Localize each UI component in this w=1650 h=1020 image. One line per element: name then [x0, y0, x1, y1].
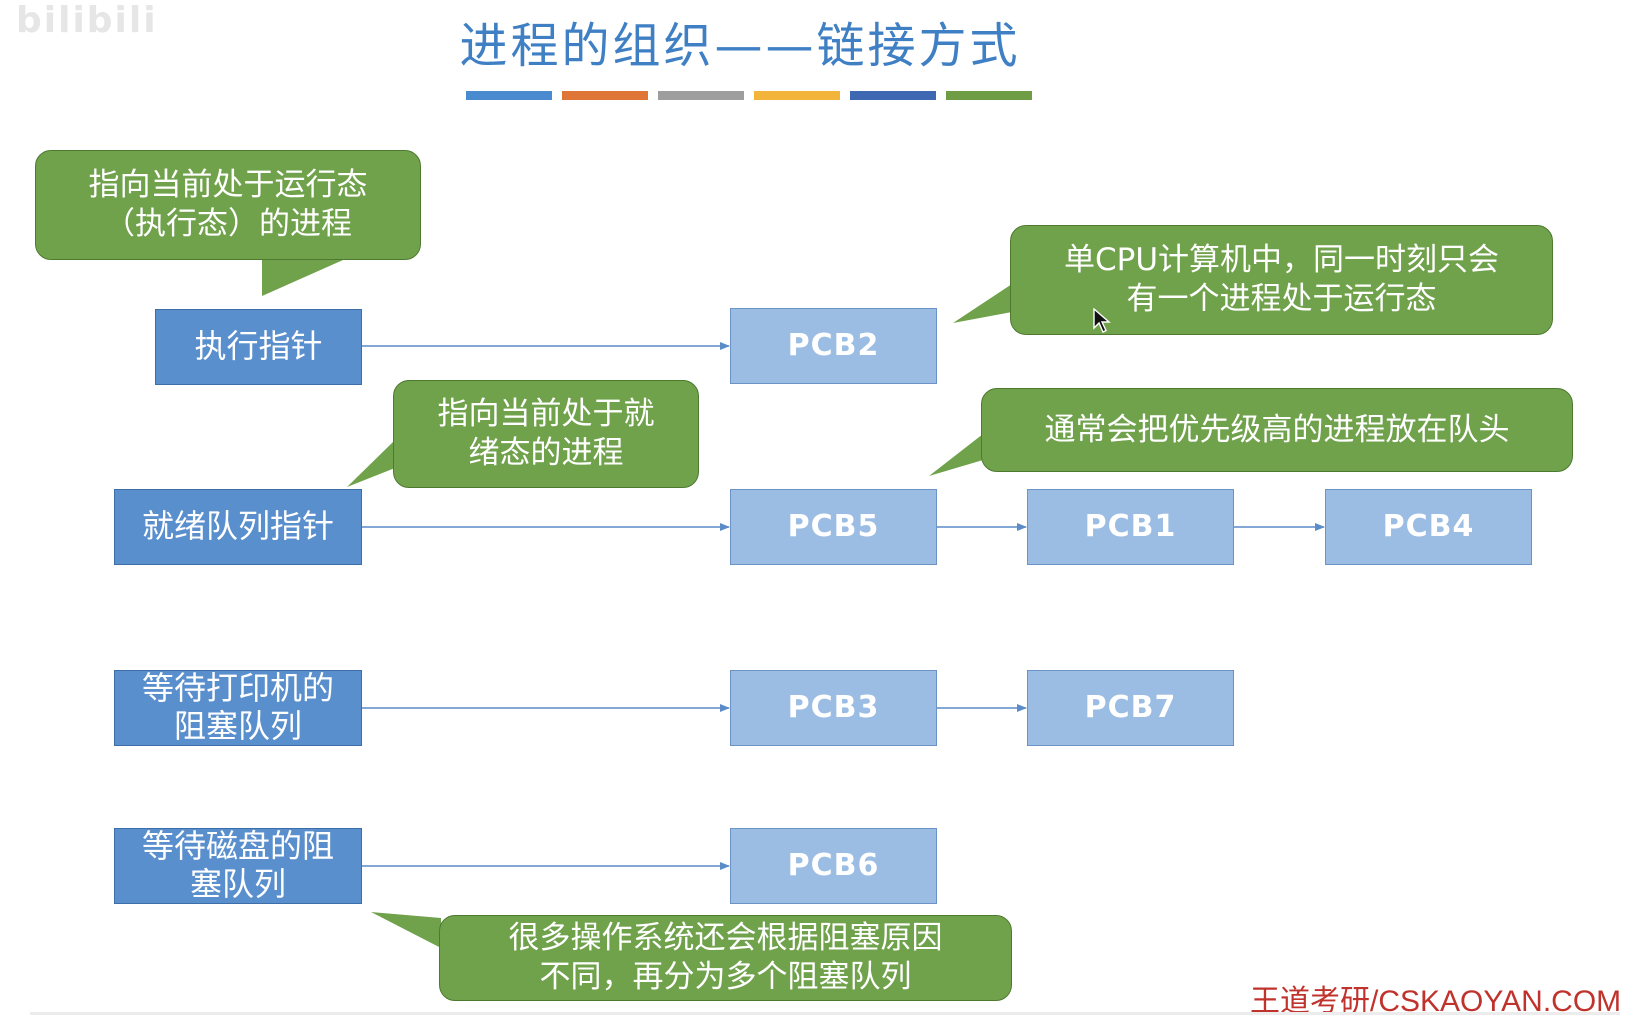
disk-blocked-queue-label: 等待磁盘的阻 塞队列 [141, 827, 334, 903]
ready-queue-pointer-label: 就绪队列指针 [141, 507, 334, 546]
bottom-divider [30, 1012, 1620, 1015]
pcb7-label: PCB7 [1084, 690, 1177, 726]
callout-single-cpu-text: 单CPU计算机中，同一时刻只会 有一个进程处于运行态 [1063, 242, 1500, 317]
callout-running-pointer: 指向当前处于运行态 （执行态）的进程 [35, 150, 421, 260]
printer-blocked-queue-label: 等待打印机的 阻塞队列 [141, 669, 334, 745]
title-stripe-6 [946, 91, 1032, 100]
printer-blocked-queue-box: 等待打印机的 阻塞队列 [114, 669, 362, 746]
title-stripe-5 [850, 91, 936, 100]
pcb3-box: PCB3 [730, 670, 937, 746]
pcb5-box: PCB5 [730, 489, 937, 565]
pcb4-label: PCB4 [1382, 509, 1475, 545]
callout-priority-text: 通常会把优先级高的进程放在队头 [1044, 411, 1510, 448]
disk-blocked-queue-box: 等待磁盘的阻 塞队列 [114, 827, 362, 904]
title-stripe-3 [658, 91, 744, 100]
callout-tail-running-pointer [262, 256, 352, 296]
callout-single-cpu: 单CPU计算机中，同一时刻只会 有一个进程处于运行态 [1010, 225, 1553, 335]
pcb1-label: PCB1 [1084, 509, 1177, 545]
pcb6-box: PCB6 [730, 828, 937, 904]
callout-tail-single-cpu [953, 284, 1012, 323]
callout-tail-ready-pointer [347, 440, 395, 487]
pcb2-box: PCB2 [730, 308, 937, 384]
callout-blocked-queues-text: 很多操作系统还会根据阻塞原因 不同，再分为多个阻塞队列 [508, 920, 943, 995]
callout-tail-blocked-queues [371, 912, 441, 948]
callout-running-pointer-text: 指向当前处于运行态 （执行态）的进程 [88, 167, 368, 242]
pcb7-box: PCB7 [1027, 670, 1234, 746]
pcb3-label: PCB3 [787, 690, 880, 726]
pcb4-box: PCB4 [1325, 489, 1532, 565]
running-pointer-label: 执行指针 [194, 327, 323, 366]
slide-title: 进程的组织——链接方式 [459, 18, 1021, 74]
pcb2-label: PCB2 [787, 328, 880, 364]
ready-queue-pointer-box: 就绪队列指针 [114, 489, 362, 565]
pcb6-label: PCB6 [787, 848, 880, 884]
callout-ready-pointer-text: 指向当前处于就 绪态的进程 [437, 396, 655, 471]
bilibili-watermark: bilibili [16, 0, 158, 41]
mouse-cursor-icon [1093, 308, 1111, 333]
running-pointer-box: 执行指针 [155, 309, 362, 385]
callout-blocked-queues: 很多操作系统还会根据阻塞原因 不同，再分为多个阻塞队列 [439, 915, 1012, 1001]
title-stripe-2 [562, 91, 648, 100]
pcb5-label: PCB5 [787, 509, 880, 545]
callout-tail-priority [929, 434, 983, 476]
pcb1-box: PCB1 [1027, 489, 1234, 565]
callout-ready-pointer: 指向当前处于就 绪态的进程 [393, 380, 699, 488]
title-stripe-1 [466, 91, 552, 100]
callout-priority: 通常会把优先级高的进程放在队头 [981, 388, 1573, 472]
title-stripe-4 [754, 91, 840, 100]
